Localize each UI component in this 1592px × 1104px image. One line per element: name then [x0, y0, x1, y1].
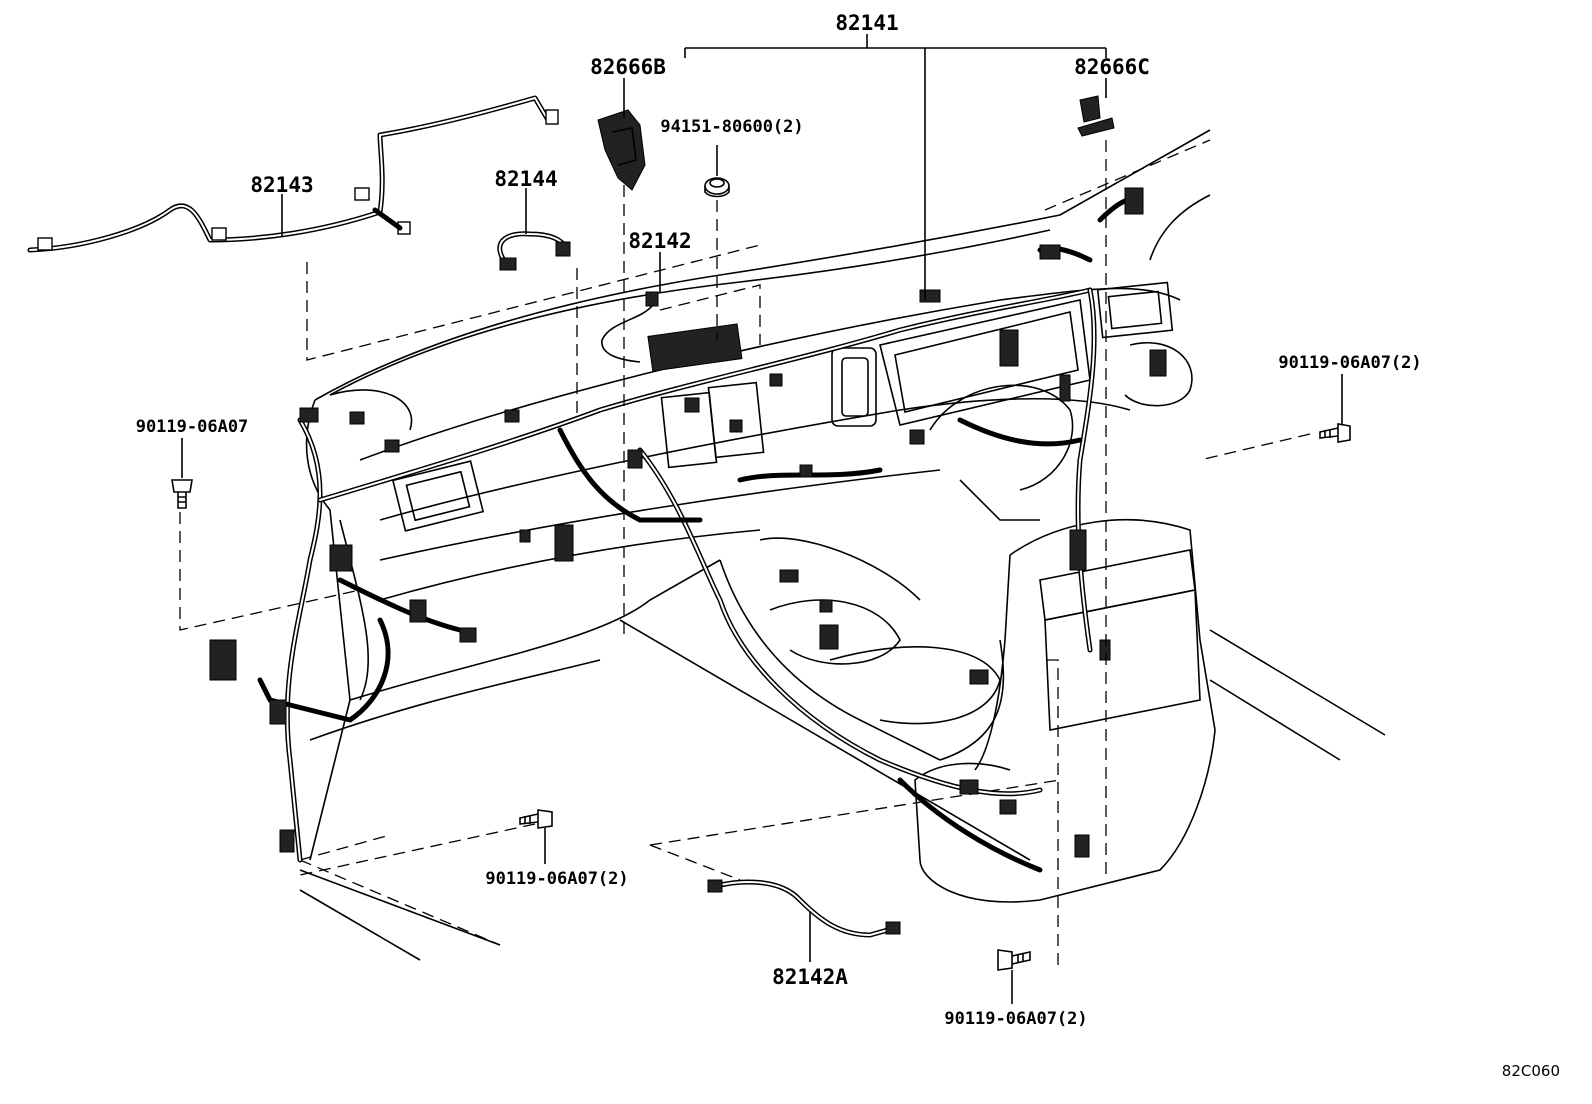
- module-82666c-part: [1077, 95, 1115, 137]
- figure-code: 82C060: [1502, 1062, 1560, 1080]
- bolt-bottom-mid-part: [519, 809, 553, 829]
- bolt-right-part: [1319, 423, 1351, 443]
- wire-82142-part: [601, 291, 659, 363]
- label-bolt-left: 90119-06A07: [136, 417, 249, 437]
- label-82666b: 82666B: [590, 55, 666, 79]
- label-82143: 82143: [250, 173, 313, 197]
- module-82666b-part: [597, 109, 646, 191]
- part-labels: 82141 82666B 82666C 82143 82144 82142 82…: [136, 11, 1560, 1080]
- label-82144: 82144: [494, 167, 557, 191]
- label-82141: 82141: [835, 11, 898, 35]
- label-82142a: 82142A: [772, 965, 848, 989]
- label-82142: 82142: [628, 229, 691, 253]
- floor-lines: [299, 619, 1386, 961]
- bolt-bottom-right-part: [997, 949, 1031, 971]
- reference-dash-lines: [179, 140, 1311, 965]
- label-82666c: 82666C: [1074, 55, 1150, 79]
- wire-82142a-part: [707, 879, 901, 938]
- label-bolt-bottom-mid: 90119-06A07(2): [485, 869, 628, 889]
- label-94151-80600: 94151-80600(2): [660, 117, 803, 137]
- main-harness-82141: [209, 187, 1167, 873]
- label-bolt-bottom-right: 90119-06A07(2): [944, 1009, 1087, 1029]
- leader-lines: [181, 34, 1343, 1004]
- wire-82144-part: [497, 231, 571, 271]
- label-bolt-right: 90119-06A07(2): [1278, 353, 1421, 373]
- nut-94151-part: [704, 177, 730, 198]
- bolt-left-part: [171, 479, 193, 509]
- wire-82143-part: [27, 95, 559, 253]
